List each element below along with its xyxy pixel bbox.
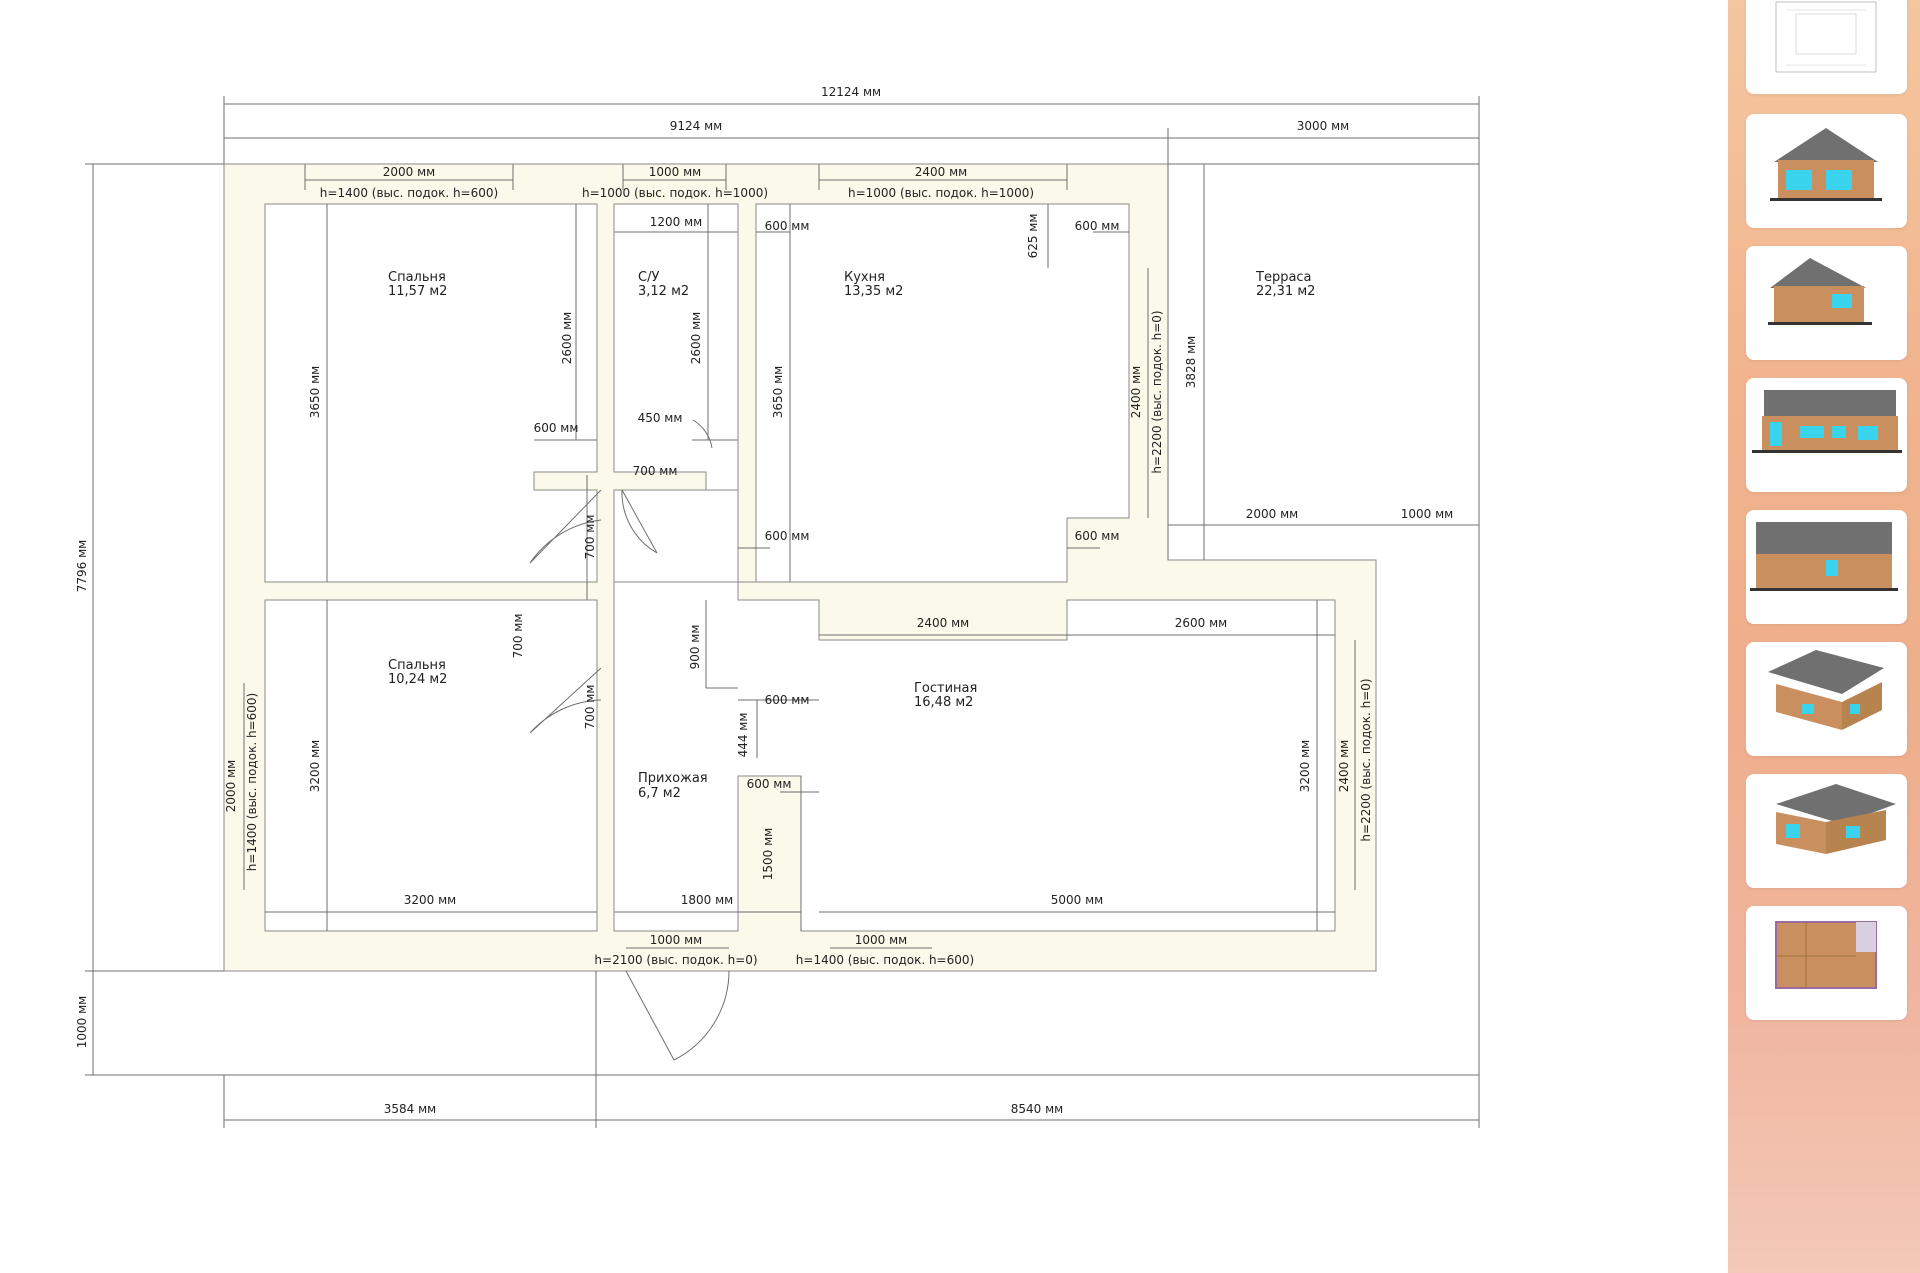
dimension-labels: 12124 мм 9124 мм 3000 мм 2000 мм h=1400 … [75, 85, 1453, 1116]
dim-overall-height: 7796 мм [75, 540, 89, 592]
dim-bed1-window: 2000 мм [383, 165, 435, 179]
dim-bed2-window: 2000 мм [224, 760, 238, 812]
front-elevation-icon [1770, 128, 1882, 201]
thumbnail-rear-elevation[interactable] [1746, 378, 1907, 492]
dim-3200a: 3200 мм [308, 740, 322, 792]
dim-terrace-2000: 2000 мм [1246, 507, 1298, 521]
dim-porch-depth: 1000 мм [75, 996, 89, 1048]
thumbnail-front-elevation[interactable] [1746, 114, 1907, 228]
rear-elevation-icon [1752, 390, 1902, 453]
room-terrace-area: 22,31 м2 [1256, 284, 1315, 299]
dim-living-door-h: h=2200 (выс. подок. h=0) [1359, 678, 1373, 841]
3d-view-back-icon [1776, 784, 1896, 854]
dim-living-window-h: h=1400 (выс. подок. h=600) [796, 953, 974, 967]
left-elevation-icon [1750, 522, 1898, 591]
room-hall-name: Прихожая [638, 771, 708, 786]
dim-living-door: 2400 мм [1337, 740, 1351, 792]
floor-plan: 12124 мм 9124 мм 3000 мм 2000 мм h=1400 … [75, 85, 1480, 1128]
dim-entry-h: h=2100 (выс. подок. h=0) [594, 953, 757, 967]
dim-3200c: 3200 мм [1298, 740, 1312, 792]
dim-living-window: 1000 мм [855, 933, 907, 947]
room-bedroom2-area: 10,24 м2 [388, 672, 447, 687]
thumbnail-3d-front[interactable] [1746, 642, 1907, 756]
dim-3650a: 3650 мм [308, 366, 322, 418]
dim-2600b: 2600 мм [689, 312, 703, 364]
dim-600a: 600 мм [765, 219, 810, 233]
dim-3650b: 3650 мм [771, 366, 785, 418]
room-hall-area: 6,7 м2 [638, 786, 681, 801]
dim-700b: 700 мм [583, 515, 597, 560]
dim-terrace-width: 3000 мм [1297, 119, 1349, 133]
room-wc-area: 3,12 м2 [638, 284, 689, 299]
dim-2600-mid: 2600 мм [1175, 616, 1227, 630]
thumbnail-left-elevation[interactable] [1746, 510, 1907, 624]
thumbnail-side-elevation[interactable] [1746, 246, 1907, 360]
dim-700c: 700 мм [511, 614, 525, 659]
dim-kitchen-window: 2400 мм [915, 165, 967, 179]
dim-entry: 1000 мм [650, 933, 702, 947]
dim-bed1-window-h: h=1400 (выс. подок. h=600) [320, 186, 498, 200]
dim-kitchen-door: 2400 мм [1129, 366, 1143, 418]
dim-1200: 1200 мм [650, 215, 702, 229]
dim-wc-window: 1000 мм [649, 165, 701, 179]
dim-5000: 5000 мм [1051, 893, 1103, 907]
room-terrace-name: Терраса [1255, 270, 1312, 285]
drawing-canvas[interactable]: 12124 мм 9124 мм 3000 мм 2000 мм h=1400 … [0, 0, 1728, 1273]
room-bedroom1-name: Спальня [388, 270, 446, 285]
room-kitchen-name: Кухня [844, 270, 885, 285]
dim-house-width: 9124 мм [670, 119, 722, 133]
dim-625: 625 мм [1026, 214, 1040, 259]
room-kitchen-area: 13,35 м2 [844, 284, 903, 299]
room-labels: Спальня 11,57 м2 С/У 3,12 м2 Кухня 13,35… [388, 270, 1315, 801]
room-bedroom2-name: Спальня [388, 658, 446, 673]
thumbnail-floor-texture[interactable] [1746, 906, 1907, 1020]
walls [223, 163, 1377, 972]
3d-view-front-icon [1768, 650, 1884, 730]
dim-900: 900 мм [688, 625, 702, 670]
dim-2600a: 2600 мм [560, 312, 574, 364]
dim-700a: 700 мм [633, 464, 678, 478]
dim-444: 444 мм [736, 713, 750, 758]
dim-600b: 600 мм [1075, 219, 1120, 233]
room-bedroom1-area: 11,57 м2 [388, 284, 447, 299]
dim-600f: 600 мм [765, 693, 810, 707]
doors [529, 419, 730, 1061]
dim-overall-width: 12124 мм [821, 85, 881, 99]
dim-3828: 3828 мм [1184, 336, 1198, 388]
dim-bottom-left: 3584 мм [384, 1102, 436, 1116]
dim-wc-window-h: h=1000 (выс. подок. h=1000) [582, 186, 768, 200]
dim-terrace-1000: 1000 мм [1401, 507, 1453, 521]
dim-450: 450 мм [638, 411, 683, 425]
view-thumbnails-sidebar [1728, 0, 1920, 1273]
floor-texture-plan-icon [1775, 921, 1877, 989]
room-wc-name: С/У [638, 270, 659, 285]
thumbnail-plan[interactable] [1746, 0, 1907, 94]
dim-600d: 600 мм [765, 529, 810, 543]
dim-1800: 1800 мм [681, 893, 733, 907]
dim-600g: 600 мм [747, 777, 792, 791]
thumbnail-3d-back[interactable] [1746, 774, 1907, 888]
dim-bottom-right: 8540 мм [1011, 1102, 1063, 1116]
dim-600c: 600 мм [534, 421, 579, 435]
dim-kitchen-window-h: h=1000 (выс. подок. h=1000) [848, 186, 1034, 200]
dim-3200b: 3200 мм [404, 893, 456, 907]
dim-1500: 1500 мм [761, 828, 775, 880]
dim-700d: 700 мм [583, 685, 597, 730]
dim-600e: 600 мм [1075, 529, 1120, 543]
dim-kitchen-door-h: h=2200 (выс. подок. h=0) [1150, 310, 1164, 473]
side-elevation-icon [1768, 258, 1872, 325]
room-living-name: Гостиная [914, 681, 977, 696]
dimension-lines [85, 96, 1480, 1128]
plan-thumbnail-icon [1775, 1, 1877, 73]
dim-2400-mid: 2400 мм [917, 616, 969, 630]
room-living-area: 16,48 м2 [914, 695, 973, 710]
dim-bed2-window-h: h=1400 (выс. подок. h=600) [245, 693, 259, 871]
